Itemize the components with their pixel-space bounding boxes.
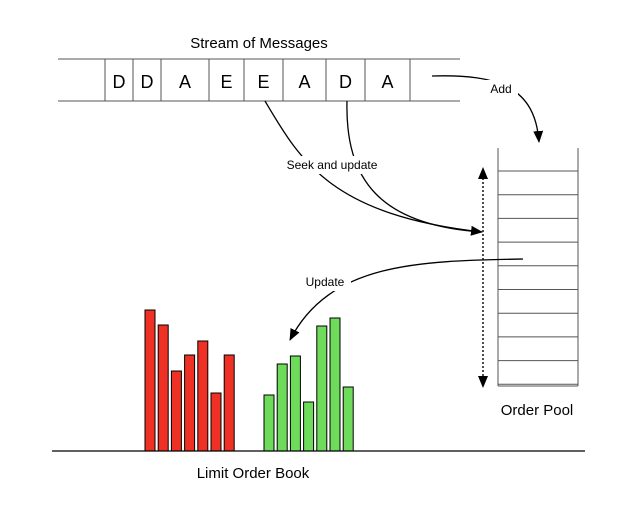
bid-bar (144, 309, 156, 452)
seek-arrow-from-d (346, 100, 483, 233)
seek-update-label: Seek and update (287, 158, 378, 172)
message-cell: A (179, 72, 191, 92)
message-cell: E (257, 72, 269, 92)
add-label: Add (490, 82, 511, 96)
limit-order-book (144, 309, 354, 452)
order-pool (478, 148, 579, 388)
bid-bar (223, 354, 235, 452)
ask-bar (289, 355, 301, 452)
limit-order-book-label: Limit Order Book (197, 465, 310, 482)
ask-bar (342, 386, 354, 452)
message-cell: D (339, 72, 352, 92)
message-cell: A (298, 72, 310, 92)
update-label: Update (306, 275, 345, 289)
message-cell: E (220, 72, 232, 92)
bid-bar (210, 392, 222, 452)
message-cell: A (381, 72, 393, 92)
ask-bar (316, 325, 328, 452)
update-arrow (289, 258, 524, 341)
bid-bar (197, 340, 209, 452)
ask-bar (276, 363, 288, 452)
ask-bar (329, 317, 341, 452)
ask-bar (263, 394, 275, 452)
bid-bar (170, 370, 182, 452)
message-cell: D (141, 72, 154, 92)
order-pool-label: Order Pool (501, 402, 574, 419)
bid-bar (157, 324, 169, 452)
bid-bar (184, 354, 196, 452)
ask-bar (303, 401, 315, 452)
message-cell: D (113, 72, 126, 92)
stream-title: Stream of Messages (190, 35, 328, 52)
